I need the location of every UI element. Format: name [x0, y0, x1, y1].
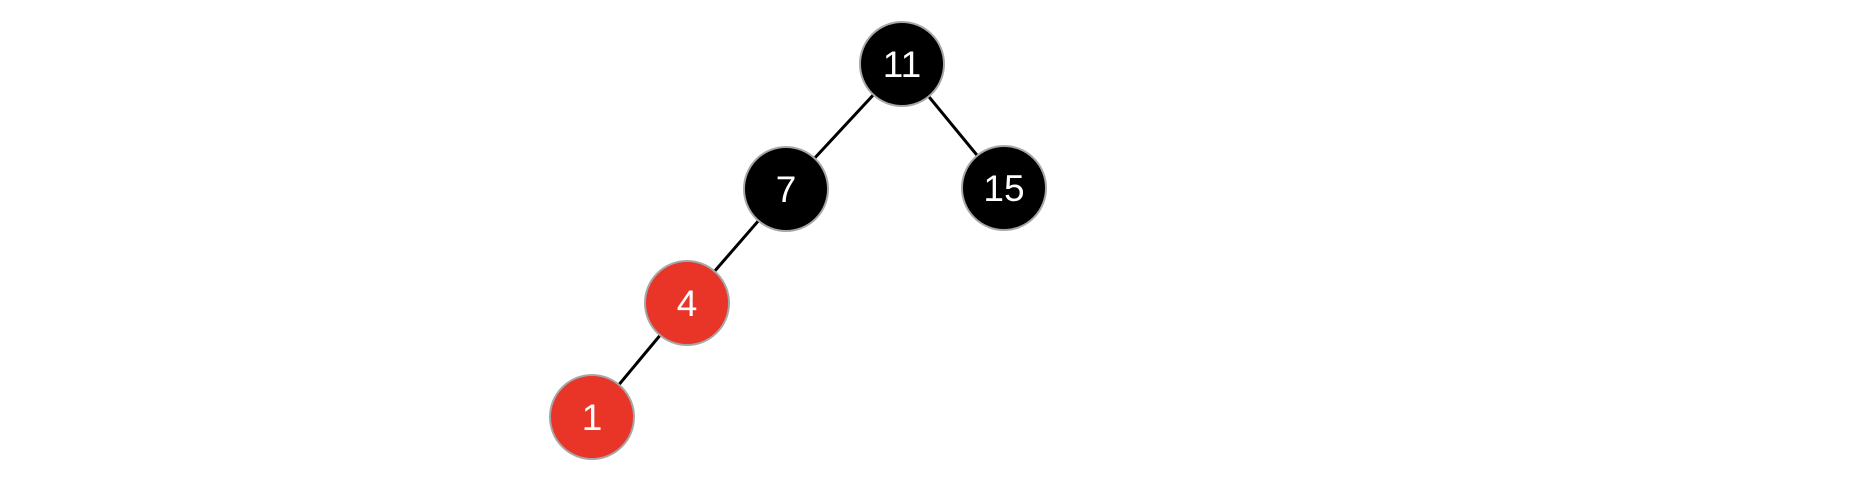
node-label: 15 [983, 168, 1024, 209]
node-circle-black[interactable] [743, 146, 829, 232]
node-circle-red[interactable] [549, 374, 635, 460]
node-label: 1 [582, 397, 603, 438]
node-label: 11 [883, 44, 921, 85]
tree-node-1[interactable]: 1 [549, 374, 635, 460]
node-circle-red[interactable] [644, 260, 730, 346]
node-circle-black[interactable] [859, 21, 945, 107]
tree-node-15[interactable]: 15 [961, 145, 1047, 231]
tree-node-11[interactable]: 11 [859, 21, 945, 107]
node-label: 7 [776, 169, 797, 210]
node-circle-black[interactable] [961, 145, 1047, 231]
node-label: 4 [677, 283, 698, 324]
tree-node-4[interactable]: 4 [644, 260, 730, 346]
tree-node-7[interactable]: 7 [743, 146, 829, 232]
